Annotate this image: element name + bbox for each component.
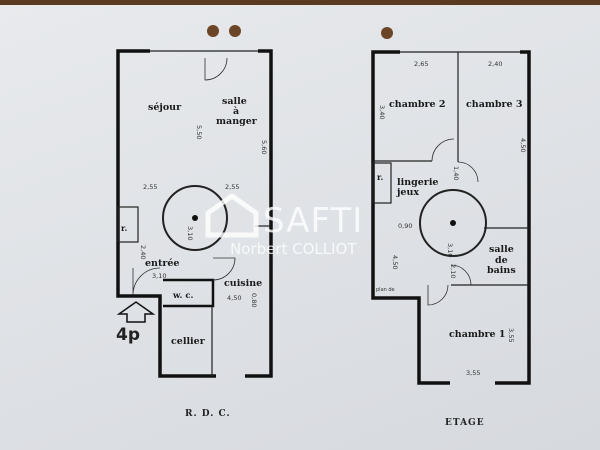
dimension: 3,40 [378, 105, 386, 119]
punch-hole [207, 25, 219, 37]
spiral-staircase [419, 189, 487, 257]
dimension: 3,55 [507, 328, 515, 342]
ground-floor-caption: R. D. C. [185, 409, 231, 419]
door-swing [212, 257, 236, 281]
paper-top-edge [0, 0, 600, 5]
ground-floor-walls [116, 49, 273, 378]
door-swing [457, 161, 479, 183]
dimension: 3,55 [466, 369, 480, 377]
room-a-label: à [233, 106, 239, 117]
dimension: 2,40 [488, 60, 502, 68]
dimension: 3,10 [186, 226, 194, 240]
dimension: 0,80 [250, 293, 258, 307]
upper-floor-plan: chambre 2 chambre 3 lingerie jeux r. sal… [371, 50, 531, 428]
spiral-staircase [162, 185, 228, 251]
stair-center [450, 220, 456, 226]
closet-outline [117, 206, 139, 243]
dimension: 3,10 [152, 272, 166, 280]
door-swing [431, 138, 455, 162]
dimension: 2,10 [449, 264, 457, 278]
dimension: 2,65 [414, 60, 428, 68]
dimension: 2,55 [225, 183, 239, 191]
dimension: 5,50 [195, 125, 203, 139]
room-de-label: de [495, 255, 508, 266]
punch-hole [229, 25, 241, 37]
dimension: 5,60 [260, 140, 268, 154]
closet-outline [372, 162, 392, 204]
dimension: 2,55 [143, 183, 157, 191]
watermark-brand: SAFTI [263, 201, 363, 241]
dimension: 4,50 [519, 138, 527, 152]
room-bains-label: bains [487, 265, 516, 276]
ground-floor-plan: séjour salle à manger entrée w. c. cuisi… [116, 49, 273, 419]
rooms-count: 4p [116, 325, 140, 345]
room-entree: entrée [145, 258, 179, 269]
room-salle-label: salle [489, 244, 514, 255]
room-r: r. [121, 223, 127, 233]
room-chambre-3: chambre 3 [466, 99, 523, 110]
punch-hole [381, 27, 393, 39]
room-manger-label: manger [216, 116, 258, 127]
dimension: 3,10 [446, 243, 454, 257]
door-swing [427, 284, 449, 306]
door-swing [204, 57, 228, 81]
upper-floor-walls [371, 50, 531, 385]
room-jeux: jeux [396, 187, 419, 198]
room-cuisine: cuisine [224, 278, 262, 289]
safti-watermark: SAFTI Norbert COLLIOT [205, 192, 363, 258]
room-lingerie: lingerie [397, 177, 438, 188]
wc-walls [163, 278, 215, 308]
room-salle-label: salle [222, 96, 247, 107]
watermark-agent: Norbert COLLIOT [230, 240, 357, 258]
arrow-up-icon [116, 301, 156, 323]
upper-floor-caption: ETAGE [445, 418, 485, 428]
dimension: 4,50 [391, 255, 399, 269]
rooms-badge: 4p [116, 301, 156, 345]
room-sejour: séjour [148, 102, 182, 113]
room-chambre-2: chambre 2 [389, 99, 446, 110]
dimension: 1,40 [452, 166, 460, 180]
dimension: plan de [376, 287, 395, 293]
room-chambre-1: chambre 1 [449, 329, 506, 340]
dimension: 2,40 [139, 245, 147, 259]
room-wc: w. c. [172, 291, 194, 301]
dimension: 4,50 [227, 294, 241, 302]
room-r: r. [377, 172, 383, 182]
door-swing [132, 267, 161, 296]
house-logo-icon [205, 192, 259, 238]
door-swing [450, 264, 472, 286]
dimension: 0,90 [398, 222, 412, 230]
stair-center [192, 215, 198, 221]
room-cellier: cellier [171, 336, 206, 347]
